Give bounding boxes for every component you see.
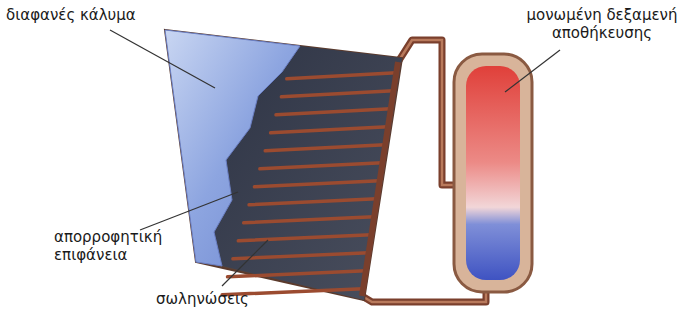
tank-label: μονωμένη δεξαμενή αποθήκευσης [516, 6, 688, 42]
header-pipe [362, 62, 398, 296]
cover-label: διαφανές κάλυμα [6, 6, 206, 24]
pipes-label: σωληνώσεις [156, 290, 306, 308]
tank-water [466, 66, 520, 280]
tank-insulation [454, 54, 532, 292]
absorber-label: απορροφητική επιφάνεια [54, 228, 184, 264]
collector-frame [165, 30, 402, 300]
leader-lines [110, 30, 560, 286]
transparent-cover [165, 30, 300, 266]
